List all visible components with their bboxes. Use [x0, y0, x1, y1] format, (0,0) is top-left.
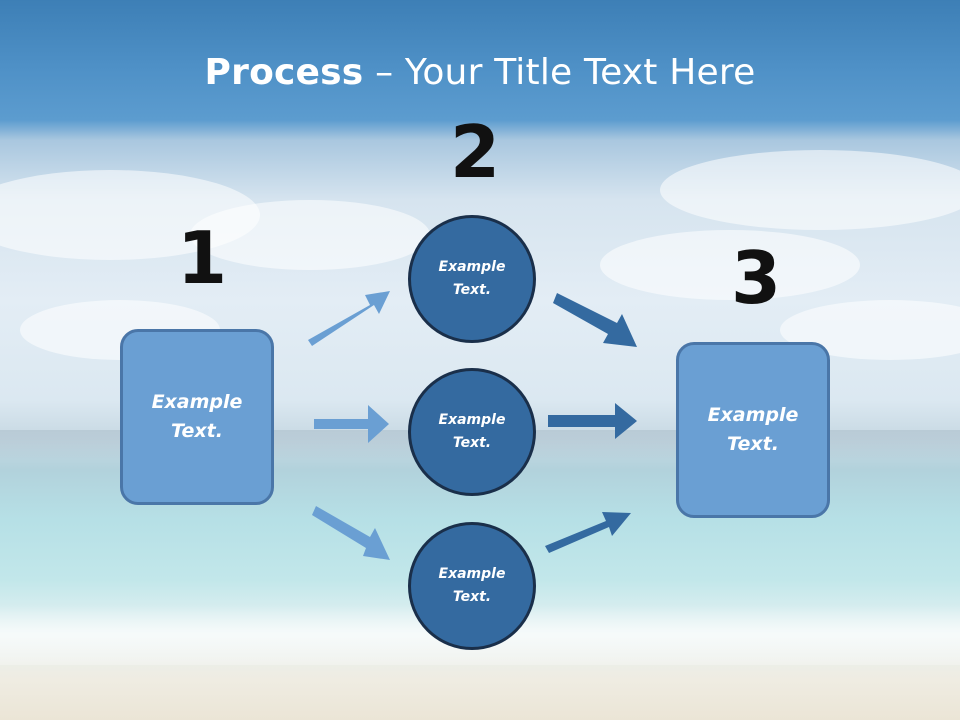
- left-box-line1: Example: [151, 391, 243, 413]
- circle-middle-line1: Example: [438, 412, 506, 428]
- cloud-shape: [190, 200, 430, 270]
- arrow-left-to-middle: [314, 405, 389, 443]
- circle-top: Example Text.: [408, 215, 536, 343]
- circle-top-line2: Text.: [452, 282, 492, 298]
- right-box-line2: Text.: [727, 433, 779, 455]
- circle-middle: Example Text.: [408, 368, 536, 496]
- cloud-shape: [600, 230, 860, 300]
- circle-top-line1: Example: [438, 259, 506, 275]
- circle-bottom: Example Text.: [408, 522, 536, 650]
- step-number-1: 1: [177, 216, 228, 300]
- arrow-middle-to-right: [548, 403, 637, 439]
- circle-middle-line2: Text.: [452, 435, 492, 451]
- slide-title: Process – Your Title Text Here: [0, 52, 960, 93]
- arrow-left-to-bottom: [312, 506, 390, 560]
- step-number-2: 2: [450, 110, 501, 194]
- arrow-bottom-to-right: [545, 512, 631, 553]
- step-number-3: 3: [731, 236, 782, 320]
- circle-bottom-line1: Example: [438, 566, 506, 582]
- title-rest: – Your Title Text Here: [363, 52, 756, 93]
- right-box-line1: Example: [707, 404, 799, 426]
- circle-bottom-line2: Text.: [452, 589, 492, 605]
- title-bold: Process: [204, 52, 364, 93]
- right-text-box: Example Text.: [676, 342, 830, 518]
- cloud-shape: [660, 150, 960, 230]
- arrow-left-to-top: [308, 291, 390, 346]
- arrow-top-to-right: [553, 293, 637, 347]
- left-text-box: Example Text.: [120, 329, 274, 505]
- left-box-line2: Text.: [171, 420, 223, 442]
